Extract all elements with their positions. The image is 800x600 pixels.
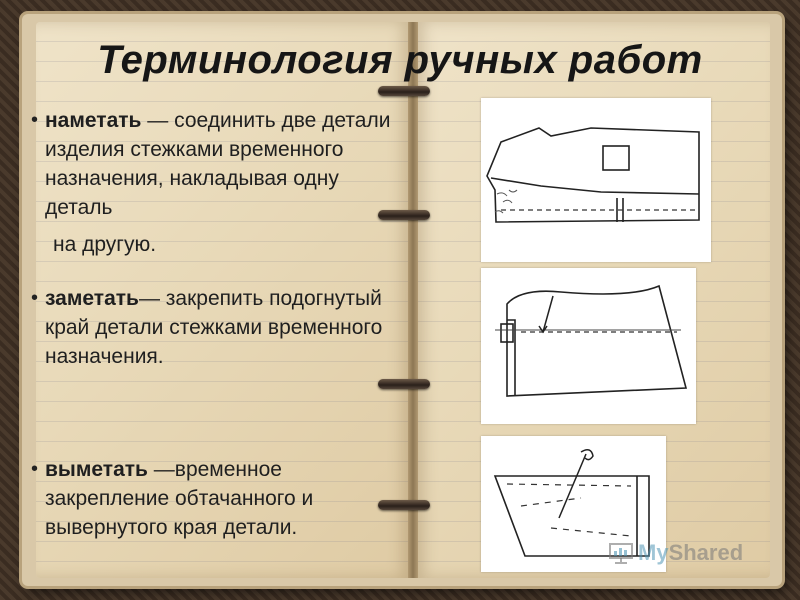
term-item-zametat: • заметать— закрепить подогнутый край де… [31,284,405,371]
binder-ring [378,210,430,220]
term-item-nametat: • наметать — соединить две детали издели… [31,106,405,259]
term-word: выметать [45,458,148,481]
term-item-vymetat: • выметать —временное закрепление обтача… [31,455,405,542]
book-spine [408,22,418,578]
term-definition: —временное закрепление обтачанного и выв… [45,458,314,539]
presentation-icon [609,543,633,564]
bullet: • [31,109,39,131]
watermark-prefix: My [638,540,669,565]
term-definition: — закрепить подогнутый край детали стежк… [45,287,383,368]
term-word: наметать [45,109,142,132]
page-title: Терминология ручных работ [97,38,703,82]
binder-ring [378,500,430,510]
left-page [36,22,412,578]
illustration-turned-edge [481,268,696,424]
binder-ring [378,379,430,389]
illustration-turned-out-edge [481,436,666,572]
term-word: заметать [45,287,139,310]
watermark: MyShared [608,540,743,566]
watermark-suffix: Shared [668,540,744,565]
term-definition: — соединить две детали изделия стежками … [45,109,391,219]
bullet: • [31,287,39,309]
illustration-basting [481,98,711,262]
binder-ring [378,86,430,96]
bullet: • [31,458,39,480]
term-definition-tail: на другую. [53,233,157,256]
